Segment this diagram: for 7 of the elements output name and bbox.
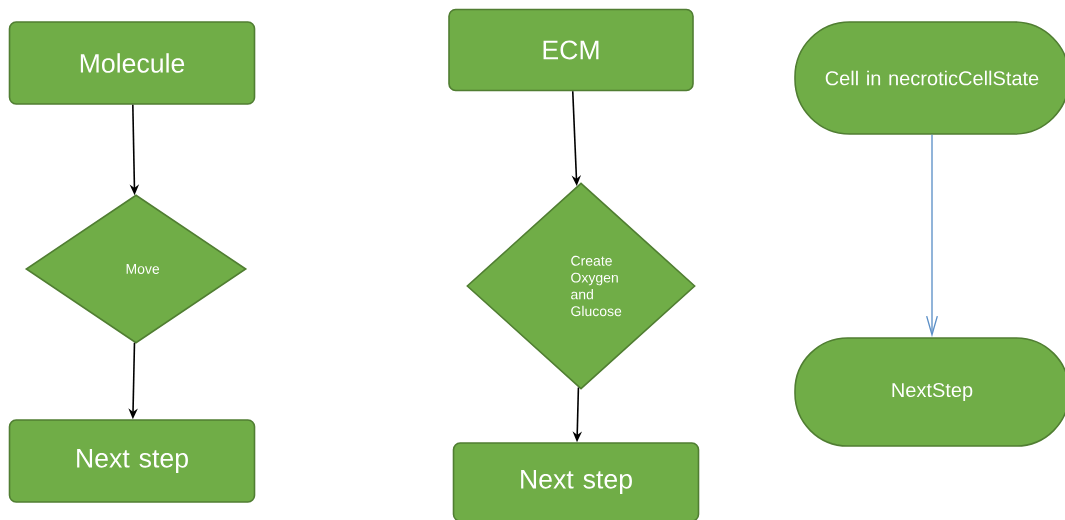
terminal-box: Cell in necroticCellState bbox=[794, 21, 1065, 135]
process-box: Next step bbox=[8, 419, 256, 503]
arrow bbox=[926, 134, 938, 338]
process-box: ECM bbox=[448, 8, 694, 92]
terminal-box: NextStep bbox=[794, 337, 1065, 447]
process-box: Next step bbox=[452, 442, 700, 520]
process-box: Molecule bbox=[8, 21, 256, 105]
